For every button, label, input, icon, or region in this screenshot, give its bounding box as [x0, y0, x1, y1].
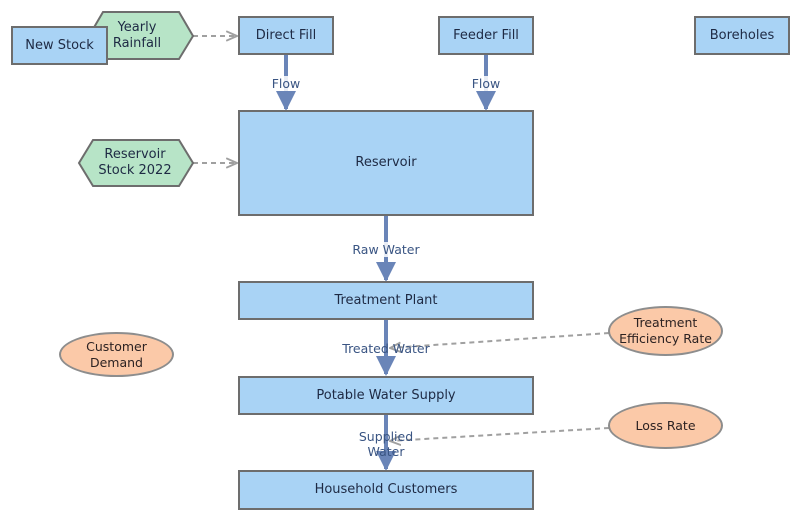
flow-label-feeder: Flow: [466, 76, 506, 91]
reservoir-stock-2022-shape: [77, 139, 195, 187]
link-treatment-efficiency-to-treated-water: [390, 332, 610, 348]
flow-label-treated-water: Treated Water: [342, 341, 430, 356]
reservoir-stock-2022-input[interactable]: Reservoir Stock 2022: [88, 140, 182, 186]
flow-label-direct: Flow: [266, 76, 306, 91]
feeder-fill-label: Feeder Fill: [453, 27, 519, 43]
new-stock-node[interactable]: New Stock: [11, 26, 108, 65]
flow-label-supplied-water: Supplied Water: [358, 429, 414, 459]
treatment-efficiency-label: Treatment Efficiency Rate: [619, 315, 712, 346]
reservoir-node[interactable]: Reservoir: [238, 110, 534, 216]
customer-demand-node[interactable]: Customer Demand: [59, 332, 174, 377]
yearly-rainfall-input[interactable]: Yearly Rainfall: [103, 12, 171, 59]
reservoir-stock-2022-label: Reservoir Stock 2022: [98, 147, 172, 178]
boreholes-label: Boreholes: [709, 27, 775, 43]
reservoir-label: Reservoir: [355, 155, 417, 170]
customer-demand-label: Customer Demand: [86, 338, 147, 370]
household-customers-label: Household Customers: [314, 482, 458, 497]
potable-water-supply-node[interactable]: Potable Water Supply: [238, 376, 534, 415]
household-customers-node[interactable]: Household Customers: [238, 470, 534, 510]
treatment-efficiency-node[interactable]: Treatment Efficiency Rate: [608, 306, 723, 356]
yearly-rainfall-label: Yearly Rainfall: [112, 19, 162, 51]
potable-water-supply-label: Potable Water Supply: [316, 387, 456, 403]
treatment-plant-label: Treatment Plant: [334, 292, 438, 308]
loss-rate-node[interactable]: Loss Rate: [608, 402, 723, 449]
boreholes-node[interactable]: Boreholes: [694, 16, 790, 55]
direct-fill-node[interactable]: Direct Fill: [238, 16, 334, 55]
flow-label-raw-water: Raw Water: [346, 242, 426, 257]
direct-fill-label: Direct Fill: [255, 27, 317, 43]
treatment-plant-node[interactable]: Treatment Plant: [238, 281, 534, 320]
new-stock-label: New Stock: [25, 37, 94, 53]
loss-rate-label: Loss Rate: [635, 417, 696, 433]
link-loss-rate-to-supplied-water: [390, 427, 610, 441]
feeder-fill-node[interactable]: Feeder Fill: [438, 16, 534, 55]
